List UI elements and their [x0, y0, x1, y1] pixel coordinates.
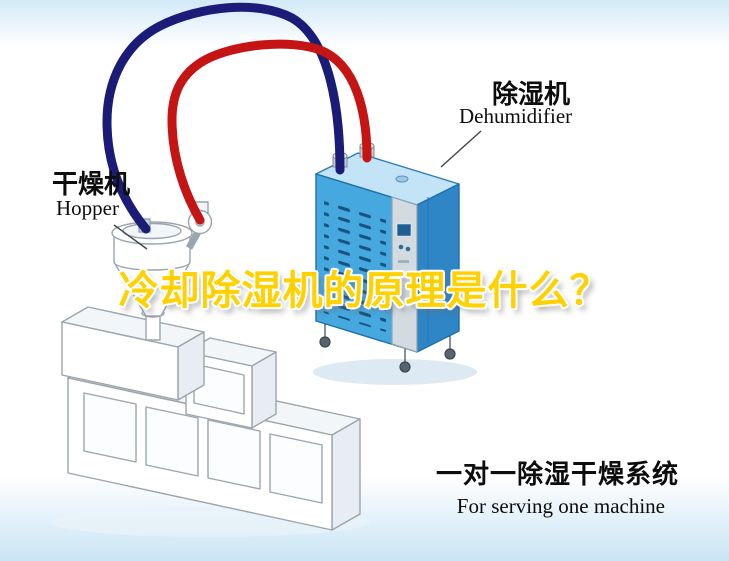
- extruder-panel: [269, 433, 323, 504]
- control-display: [396, 223, 412, 237]
- dehumidifier-label-zh: 除湿机: [492, 79, 571, 109]
- barrel-side-face: [251, 351, 277, 429]
- blower-duct: [185, 230, 202, 250]
- return-air-hose-red: [167, 39, 372, 225]
- footer-line-zh: 一对一除湿干燥系统: [435, 459, 679, 489]
- headline-title: 冷却除湿机的原理是什么？: [118, 269, 611, 313]
- extruder-side-face: [331, 418, 361, 531]
- dry-air-hose-navy: [102, 2, 345, 234]
- gearbox-front-face: [61, 321, 179, 401]
- extruder-panel: [145, 406, 199, 477]
- extruder-panel: [207, 419, 261, 490]
- dehumidifier-pointer-line: [440, 130, 482, 168]
- hopper-lid-inner: [122, 222, 182, 240]
- top-access-cap: [395, 175, 409, 183]
- hopper-pointer-line: [113, 224, 148, 250]
- hopper-illustration: [111, 201, 213, 341]
- caster-wheel: [399, 361, 411, 373]
- extruder-panel: [83, 392, 137, 463]
- caster-wheels: [319, 324, 456, 373]
- door-vent-slot: [398, 260, 409, 263]
- control-button: [398, 244, 404, 250]
- hopper-cylinder: [113, 236, 191, 271]
- extruder-illustration: [61, 306, 361, 531]
- footer-line-en: For serving one machine: [456, 494, 665, 518]
- control-button: [405, 246, 411, 252]
- caster-wheel: [319, 336, 331, 348]
- background-gradient-top: [0, 0, 729, 48]
- label-pointers: [113, 130, 482, 250]
- caster-wheel: [444, 348, 456, 360]
- hopper-label-en: Hopper: [56, 196, 119, 220]
- dehumidifier-vent-grid: [324, 194, 386, 332]
- dehumidifier-illustration: [315, 142, 460, 373]
- dehumidifier-label-en: Dehumidifier: [459, 104, 573, 128]
- air-hoses: [102, 2, 372, 234]
- hopper-label-zh: 干燥机: [52, 169, 131, 199]
